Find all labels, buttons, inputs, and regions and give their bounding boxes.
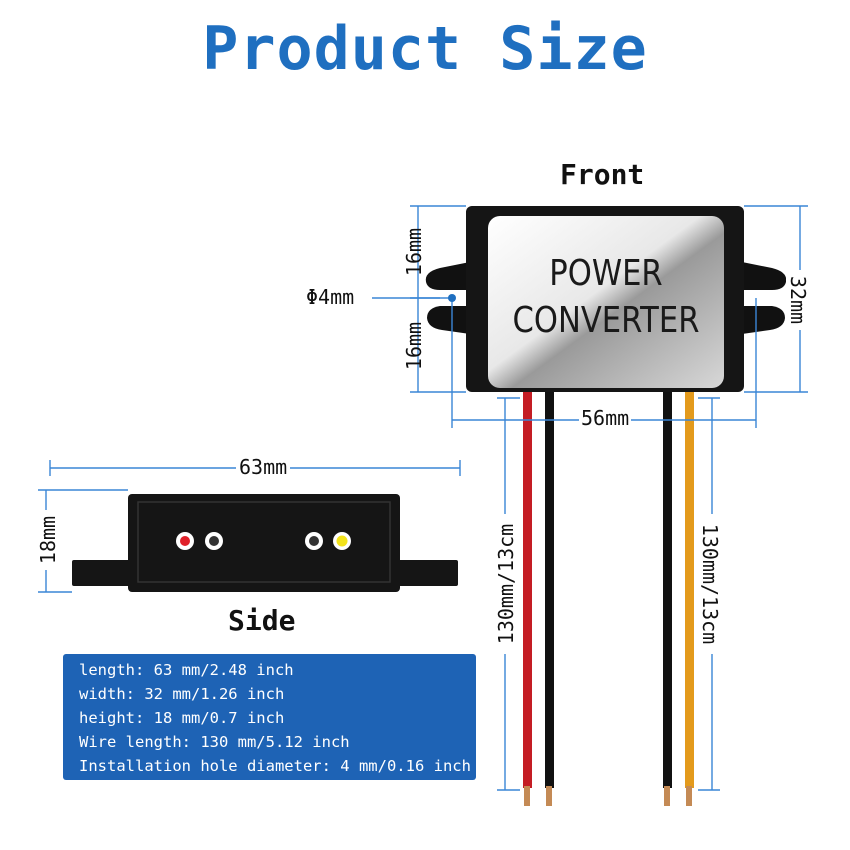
dim-side-length: 63mm (236, 455, 291, 479)
wire-black-1 (545, 392, 554, 788)
label-converter: CONVERTER (512, 300, 700, 341)
wires (523, 392, 694, 806)
side-housing (128, 494, 400, 592)
front-heading: Front (560, 158, 645, 191)
dim-wire-right: 130mm/13cm (698, 514, 722, 654)
hole-marker (448, 294, 456, 302)
dim-lower-half: 16mm (402, 321, 426, 371)
spec-width: width: 32 mm/1.26 inch (79, 685, 285, 703)
dim-side-height: 18mm (36, 510, 60, 570)
page-title: Product Size (202, 14, 648, 84)
front-mount-ear-right-lower (742, 306, 785, 334)
front-view (425, 206, 787, 392)
front-label-plate (488, 216, 724, 388)
dim-front-height: 32mm (786, 270, 810, 330)
wire-tip-1 (524, 786, 530, 806)
spec-box: length: 63 mm/2.48 inch width: 32 mm/1.2… (63, 654, 476, 780)
dim-hole: Φ4mm (306, 285, 355, 309)
dim-wire-left: 130mm/13cm (494, 514, 518, 654)
dim-front-width: 56mm (579, 406, 632, 430)
wire-tip-3 (664, 786, 670, 806)
wire-black-2 (663, 392, 672, 788)
label-power: POWER (549, 253, 663, 294)
wire-tip-4 (686, 786, 692, 806)
dim-upper-half: 16mm (402, 227, 426, 277)
wire-tip-2 (546, 786, 552, 806)
front-mount-ear-left (425, 262, 470, 290)
spec-height: height: 18 mm/0.7 inch (79, 709, 285, 727)
wire-red (523, 392, 532, 788)
spec-wire-length: Wire length: 130 mm/5.12 inch (79, 733, 350, 751)
front-mount-ear-left-lower (427, 306, 470, 334)
spec-hole-diameter: Installation hole diameter: 4 mm/0.16 in… (79, 757, 471, 775)
side-heading: Side (228, 604, 296, 637)
wire-yellow (685, 392, 694, 788)
spec-length: length: 63 mm/2.48 inch (79, 661, 294, 679)
front-mount-ear-right (742, 262, 787, 290)
side-view (72, 494, 458, 592)
